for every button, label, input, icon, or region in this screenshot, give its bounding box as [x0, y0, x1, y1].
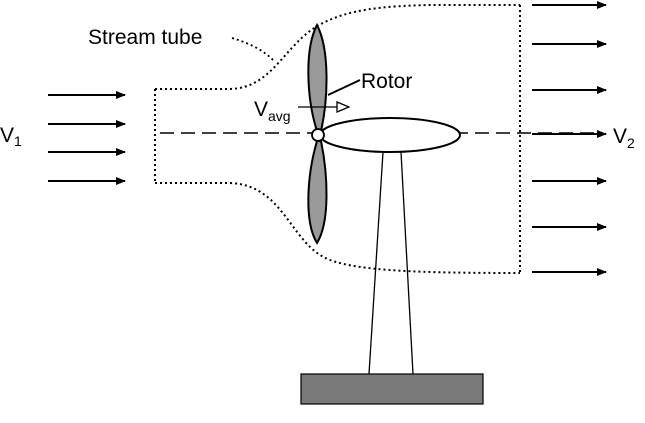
stream-tube-label: Stream tube — [88, 26, 202, 49]
tower — [368, 151, 414, 375]
v2-label: V2 — [613, 125, 635, 151]
rotor-blade-lower — [307, 140, 328, 245]
tower-leg-left — [368, 151, 384, 375]
stream-tube-lower-boundary — [155, 182, 521, 274]
tower-leg-right — [400, 151, 414, 375]
inlet-arrows — [48, 91, 126, 185]
nacelle — [319, 117, 461, 153]
v2-subscript: 2 — [627, 135, 635, 151]
v1-label: V1 — [0, 124, 22, 149]
v-avg-label: Vavg — [254, 98, 291, 124]
rotor-blades — [307, 22, 328, 245]
stream-tube-leader-line — [231, 37, 276, 63]
tower-base — [300, 373, 484, 405]
v-avg-subscript: avg — [268, 108, 291, 124]
v1-subscript: 1 — [14, 133, 22, 149]
rotor-leader-line — [327, 79, 361, 96]
stream-tube-upper-boundary — [155, 4, 520, 90]
outlet-arrows — [532, 1, 607, 276]
rotor-blade-upper — [307, 22, 328, 132]
v2-main: V — [613, 125, 627, 148]
rotor-label: Rotor — [361, 70, 412, 93]
v-avg-main: V — [254, 98, 268, 121]
stream-tube — [154, 4, 521, 274]
rotor-hub — [311, 128, 325, 142]
v1-main: V — [0, 124, 14, 147]
